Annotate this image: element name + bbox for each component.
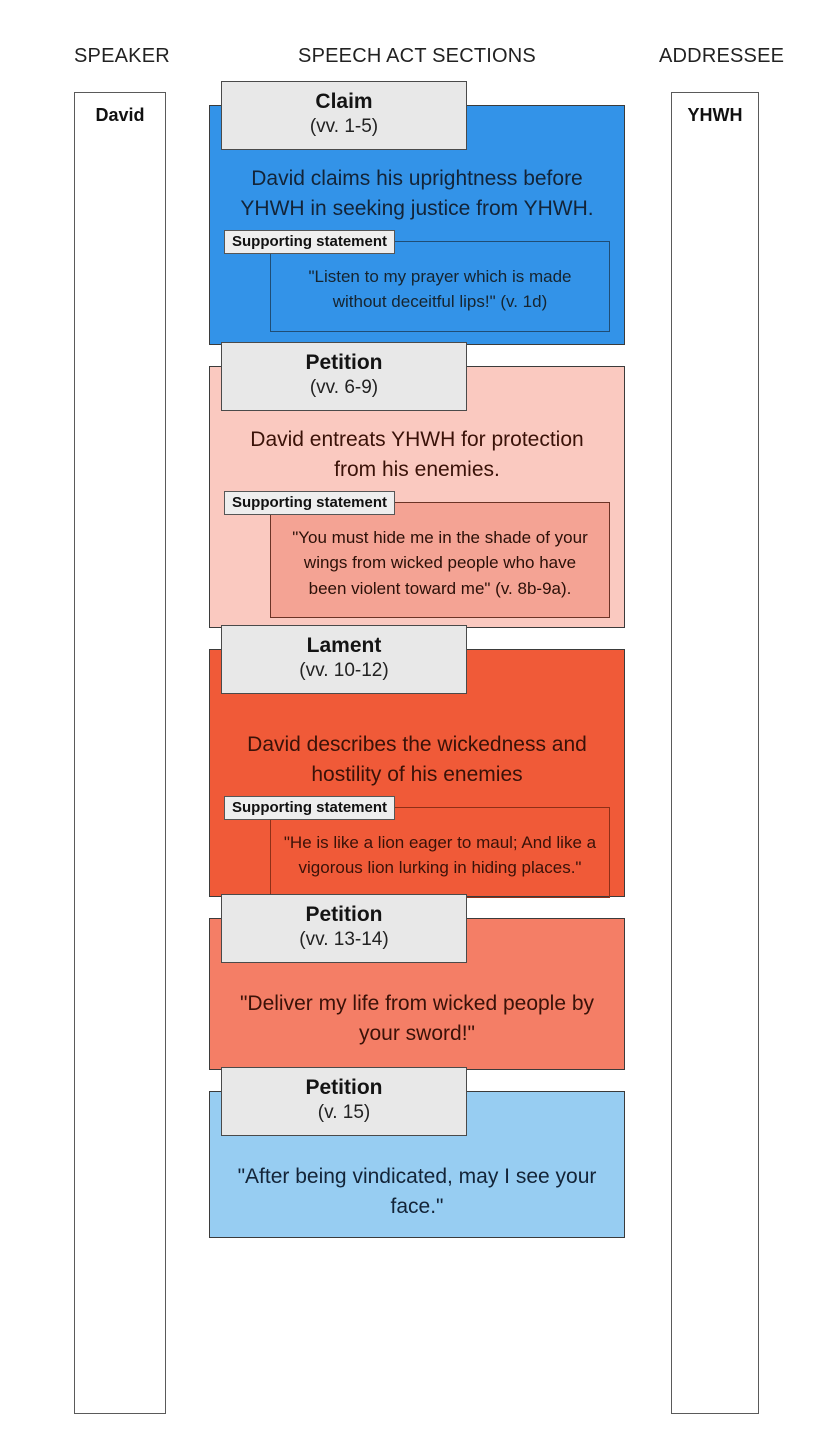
section-claim-summary: David claims his uprightness before YHWH… <box>240 167 594 221</box>
section-lament-tab: Lament (vv. 10-12) <box>221 625 467 694</box>
supporting-statement-text: "You must hide me in the shade of your w… <box>270 501 610 619</box>
column-heading-speech-act-sections: SPEECH ACT SECTIONS <box>298 45 536 67</box>
column-heading-addressee: ADDRESSEE <box>659 45 785 67</box>
section-petition-13-14-verses: (vv. 13-14) <box>299 929 389 951</box>
supporting-statement-text: "Listen to my prayer which is made witho… <box>270 240 610 332</box>
section-claim-body: Claim (vv. 1-5) David claims his upright… <box>209 81 625 345</box>
section-claim-title: Claim <box>315 90 373 113</box>
section-petition-13-14-body: Petition (vv. 13-14) "Deliver my life fr… <box>209 894 625 1070</box>
section-petition-6-9-title: Petition <box>305 351 383 374</box>
section-lament: Lament (vv. 10-12) David describes the w… <box>209 625 625 898</box>
supporting-statement-text: "He is like a lion eager to maul; And li… <box>270 806 610 898</box>
section-petition-6-9-verses: (vv. 6-9) <box>309 377 379 399</box>
section-petition-6-9-summary: David entreats YHWH for protection from … <box>250 428 584 482</box>
speech-act-sections-stack: Claim (vv. 1-5) David claims his upright… <box>209 81 625 1238</box>
section-petition-15-verses: (v. 15) <box>317 1102 371 1124</box>
section-petition-6-9: Petition (vv. 6-9) David entreats YHWH f… <box>209 342 625 628</box>
section-petition-6-9-support: Supporting statement "You must hide me i… <box>224 490 610 619</box>
section-petition-6-9-body: Petition (vv. 6-9) David entreats YHWH f… <box>209 342 625 628</box>
column-heading-speaker: SPEAKER <box>74 45 170 67</box>
supporting-statement-label: Supporting statement <box>224 490 396 515</box>
section-claim: Claim (vv. 1-5) David claims his upright… <box>209 81 625 345</box>
section-petition-15-summary: "After being vindicated, may I see your … <box>237 1165 597 1219</box>
section-petition-13-14-summary: "Deliver my life from wicked people by y… <box>239 992 595 1046</box>
speaker-name: David <box>95 105 145 125</box>
addressee-column: YHWH <box>671 92 759 1414</box>
addressee-name: YHWH <box>687 105 743 125</box>
supporting-statement-label: Supporting statement <box>224 229 396 254</box>
supporting-statement-label: Supporting statement <box>224 795 396 820</box>
section-claim-verses: (vv. 1-5) <box>309 116 379 138</box>
section-claim-support: Supporting statement "Listen to my praye… <box>224 229 610 332</box>
section-petition-6-9-tab: Petition (vv. 6-9) <box>221 342 467 411</box>
section-lament-support: Supporting statement "He is like a lion … <box>224 795 610 898</box>
section-petition-15-title: Petition <box>305 1076 383 1099</box>
section-lament-title: Lament <box>306 634 382 657</box>
section-lament-summary: David describes the wickedness and hosti… <box>247 733 587 787</box>
section-petition-13-14-tab: Petition (vv. 13-14) <box>221 894 467 963</box>
speaker-column: David <box>74 92 166 1414</box>
section-claim-tab: Claim (vv. 1-5) <box>221 81 467 150</box>
section-petition-13-14: Petition (vv. 13-14) "Deliver my life fr… <box>209 894 625 1070</box>
section-lament-verses: (vv. 10-12) <box>299 660 389 682</box>
section-petition-15: Petition (v. 15) "After being vindicated… <box>209 1067 625 1238</box>
section-petition-13-14-title: Petition <box>305 903 383 926</box>
section-petition-15-body: Petition (v. 15) "After being vindicated… <box>209 1067 625 1238</box>
section-petition-15-tab: Petition (v. 15) <box>221 1067 467 1136</box>
section-lament-body: Lament (vv. 10-12) David describes the w… <box>209 625 625 898</box>
